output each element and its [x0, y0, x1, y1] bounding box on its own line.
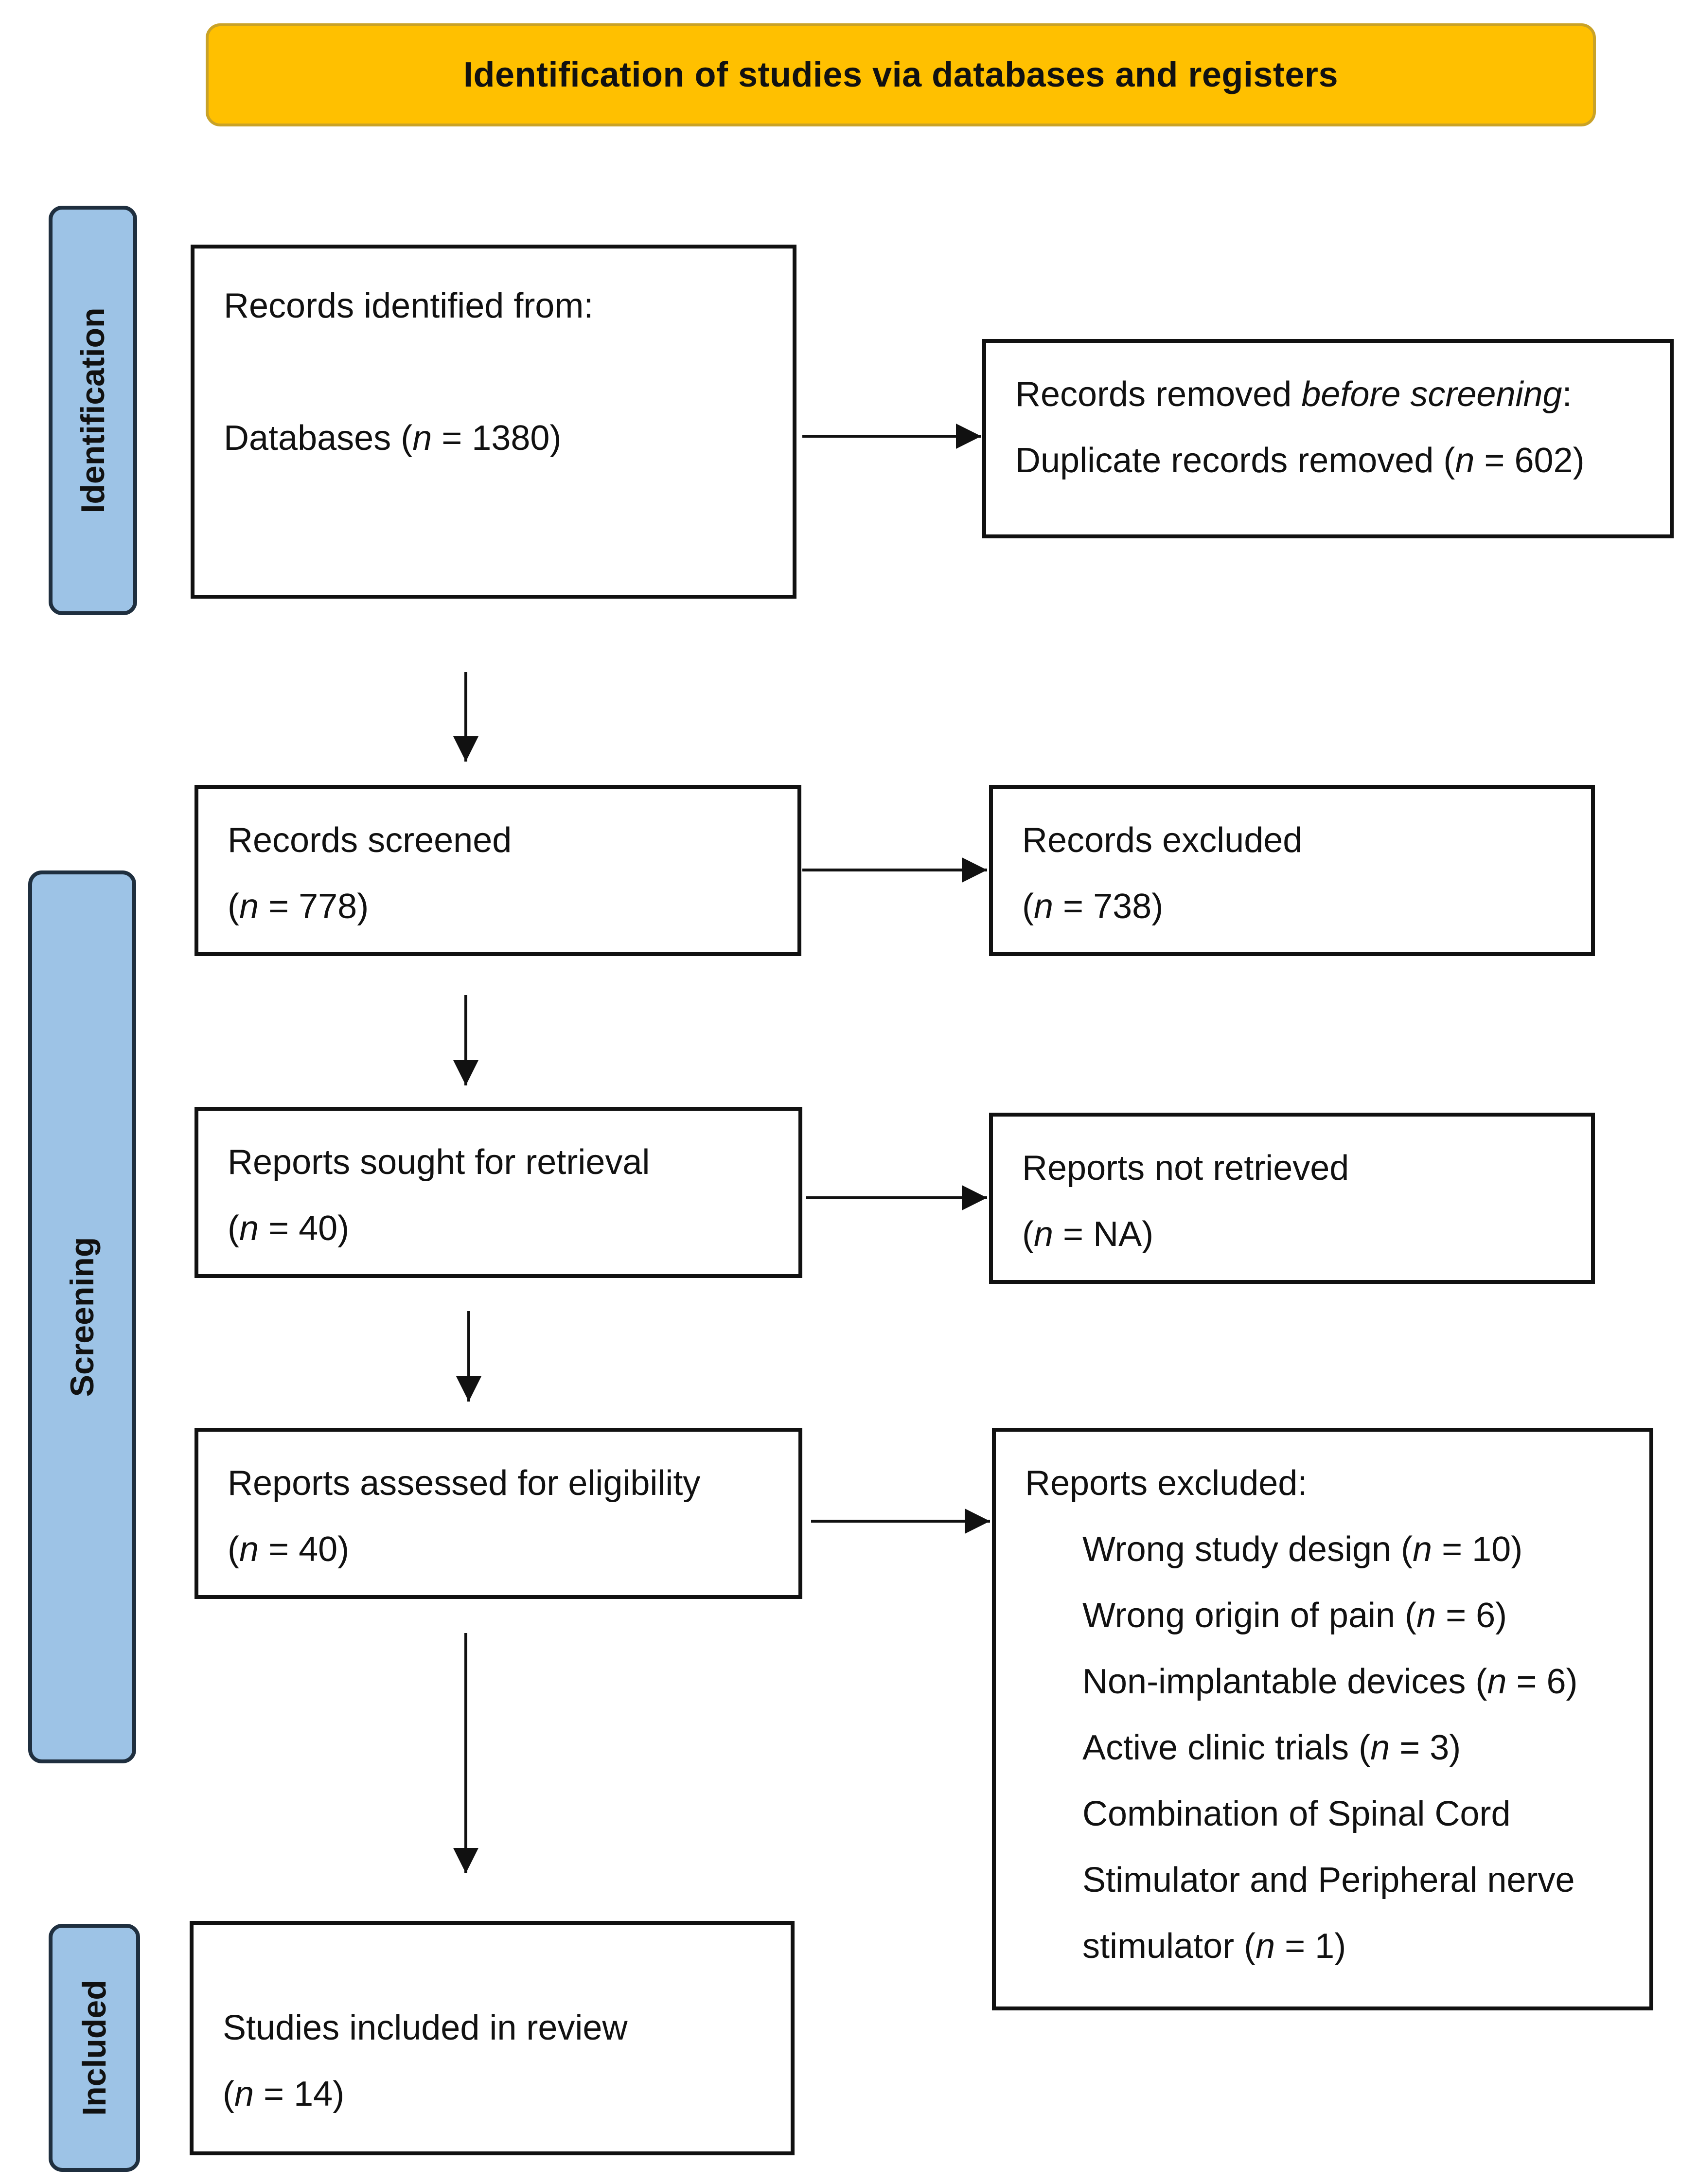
records-identified-title: Records identified from: [224, 286, 594, 325]
banner-title: Identification of studies via databases … [463, 55, 1338, 94]
reports-assessed-box: Reports assessed for eligibility (n = 40… [195, 1428, 802, 1599]
exclusion-reason-combo-line2: Stimulator and Peripheral nerve [1082, 1861, 1575, 1900]
records-screened-title: Records screened [228, 821, 512, 860]
records-excluded-title: Records excluded [1022, 821, 1303, 860]
databases-count: Databases (n = 1380) [224, 419, 562, 458]
records-removed-box: Records removed before screening: Duplic… [982, 339, 1674, 538]
phase-identification: Identification [49, 206, 137, 615]
records-identified-box: Records identified from: Databases (n = … [191, 245, 796, 599]
reports-excluded-box: Reports excluded: Wrong study design (n … [992, 1428, 1653, 2010]
reports-excluded-title: Reports excluded: [1025, 1464, 1308, 1503]
exclusion-reason: Wrong origin of pain (n = 6) [1082, 1596, 1507, 1635]
records-screened-count: (n = 778) [228, 887, 369, 926]
exclusion-reason-combo-line3: stimulator (n = 1) [1082, 1927, 1346, 1966]
reports-not-retrieved-count: (n = NA) [1022, 1215, 1154, 1254]
reports-not-retrieved-title: Reports not retrieved [1022, 1149, 1349, 1188]
phase-screening: Screening [28, 870, 136, 1763]
records-screened-box: Records screened (n = 778) [195, 785, 801, 956]
studies-included-count: (n = 14) [223, 2075, 345, 2113]
reports-assessed-count: (n = 40) [228, 1530, 350, 1569]
studies-included-title: Studies included in review [223, 2008, 628, 2047]
exclusion-reason: Non-implantable devices (n = 6) [1082, 1662, 1578, 1701]
exclusion-reason-combo-line1: Combination of Spinal Cord [1082, 1794, 1511, 1833]
reports-sought-count: (n = 40) [228, 1209, 350, 1248]
records-excluded-box: Records excluded (n = 738) [989, 785, 1595, 956]
records-excluded-count: (n = 738) [1022, 887, 1164, 926]
exclusion-reason: Active clinic trials (n = 3) [1082, 1728, 1461, 1767]
reports-sought-box: Reports sought for retrieval (n = 40) [195, 1107, 802, 1278]
reports-assessed-title: Reports assessed for eligibility [228, 1464, 701, 1503]
reports-sought-title: Reports sought for retrieval [228, 1143, 650, 1182]
identification-banner: Identification of studies via databases … [206, 23, 1596, 126]
studies-included-box: Studies included in review (n = 14) [190, 1921, 795, 2155]
duplicates-removed-count: Duplicate records removed (n = 602) [1015, 441, 1585, 480]
phase-included: Included [49, 1924, 140, 2172]
exclusion-reason: Wrong study design (n = 10) [1082, 1530, 1523, 1569]
records-removed-title: Records removed before screening: [1015, 375, 1572, 414]
reports-not-retrieved-box: Reports not retrieved (n = NA) [989, 1113, 1595, 1284]
